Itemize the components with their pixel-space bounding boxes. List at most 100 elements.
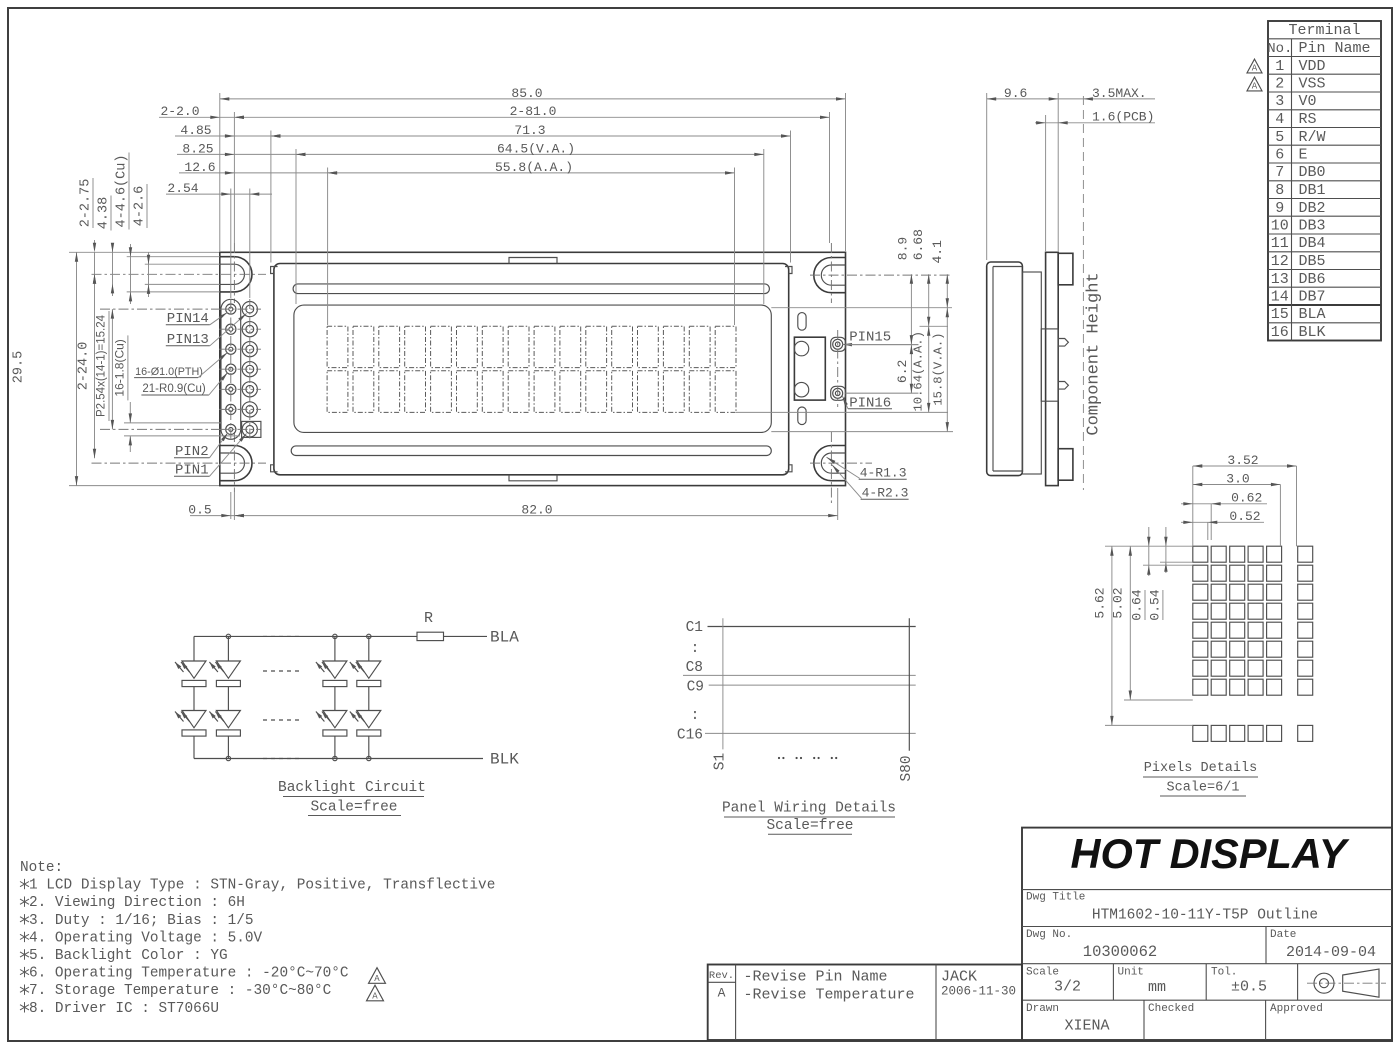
svg-text:Scale=free: Scale=free xyxy=(766,818,853,834)
svg-text:10.64(A.A.): 10.64(A.A.) xyxy=(912,331,926,411)
svg-text:29.5: 29.5 xyxy=(12,351,27,383)
svg-text:VDD: VDD xyxy=(1299,58,1326,75)
svg-text:4-4.6(Cu): 4-4.6(Cu) xyxy=(115,155,130,228)
svg-text:85.0: 85.0 xyxy=(511,86,542,101)
svg-text:9: 9 xyxy=(1275,200,1284,217)
svg-text:RS: RS xyxy=(1299,111,1317,128)
svg-text:4: 4 xyxy=(1275,111,1284,128)
svg-text:4.38: 4.38 xyxy=(97,197,112,229)
svg-text:PIN15: PIN15 xyxy=(849,330,891,346)
svg-text:0.62: 0.62 xyxy=(1231,491,1262,506)
svg-text:XIENA: XIENA xyxy=(1064,1018,1109,1035)
svg-text:BLK: BLK xyxy=(490,751,519,769)
svg-text:6. Operating Temperature : -20: 6. Operating Temperature : -20°C~70°C xyxy=(29,966,349,982)
svg-text:DB6: DB6 xyxy=(1299,271,1326,288)
svg-text:PIN16: PIN16 xyxy=(849,396,891,412)
svg-text:C16: C16 xyxy=(677,728,703,744)
svg-text:4-R2.3: 4-R2.3 xyxy=(862,486,909,501)
svg-text:Scale=free: Scale=free xyxy=(310,800,397,816)
svg-text:JACK: JACK xyxy=(941,969,977,986)
svg-text:2: 2 xyxy=(1275,76,1284,93)
svg-text:2006-11-30: 2006-11-30 xyxy=(941,985,1016,999)
svg-text:DB0: DB0 xyxy=(1299,164,1326,181)
svg-text:8.9: 8.9 xyxy=(895,237,910,260)
svg-text:2-2.0: 2-2.0 xyxy=(160,104,199,119)
svg-text:3: 3 xyxy=(1275,93,1284,110)
svg-text:VSS: VSS xyxy=(1299,76,1326,93)
svg-text:Checked: Checked xyxy=(1148,1003,1194,1015)
svg-text:PIN13: PIN13 xyxy=(167,332,209,348)
svg-text:DB5: DB5 xyxy=(1299,253,1326,270)
svg-text:±0.5: ±0.5 xyxy=(1231,979,1267,996)
svg-text:Dwg Title: Dwg Title xyxy=(1026,892,1085,904)
svg-text:Tol.: Tol. xyxy=(1211,967,1237,979)
svg-text:R: R xyxy=(424,610,433,627)
svg-text:1 LCD Display Type : STN-Gray,: 1 LCD Display Type : STN-Gray, Positive,… xyxy=(29,878,495,894)
svg-text:E: E xyxy=(1299,147,1308,164)
svg-text:14: 14 xyxy=(1271,289,1289,306)
svg-text:2-2.75: 2-2.75 xyxy=(79,179,94,228)
svg-text:Approved: Approved xyxy=(1270,1003,1323,1015)
svg-text:Drawn: Drawn xyxy=(1026,1003,1059,1015)
svg-text:Unit: Unit xyxy=(1118,967,1144,979)
svg-text:C1: C1 xyxy=(686,620,703,636)
svg-text:12: 12 xyxy=(1271,253,1289,270)
svg-text:Rev.: Rev. xyxy=(709,970,734,982)
svg-text:15: 15 xyxy=(1271,306,1289,323)
svg-text:2. Viewing Direction : 6H: 2. Viewing Direction : 6H xyxy=(29,895,245,911)
svg-text:BLA: BLA xyxy=(1299,306,1326,323)
svg-text:A: A xyxy=(1252,63,1258,73)
svg-text:HTM1602-10-11Y-T5P Outline: HTM1602-10-11Y-T5P Outline xyxy=(1092,908,1318,924)
svg-text:16-Ø1.0(PTH): 16-Ø1.0(PTH) xyxy=(135,366,203,378)
svg-text:4-R1.3: 4-R1.3 xyxy=(860,466,907,481)
svg-text:R/W: R/W xyxy=(1299,129,1326,146)
svg-text:Pin Name: Pin Name xyxy=(1299,40,1371,57)
svg-text:Panel Wiring Details: Panel Wiring Details xyxy=(722,801,896,817)
svg-text:2014-09-04: 2014-09-04 xyxy=(1286,944,1376,961)
svg-text:5: 5 xyxy=(1275,129,1284,146)
svg-text:82.0: 82.0 xyxy=(521,502,552,517)
svg-text:0.52: 0.52 xyxy=(1229,509,1260,524)
svg-text:P2.54x(14-1)=15.24: P2.54x(14-1)=15.24 xyxy=(96,314,108,417)
svg-text:1: 1 xyxy=(1275,58,1284,75)
svg-text:-Revise Temperature: -Revise Temperature xyxy=(744,987,915,1004)
svg-text:7. Storage Temperature : -30°C: 7. Storage Temperature : -30°C~80°C xyxy=(29,983,332,999)
svg-text:Date: Date xyxy=(1270,929,1296,941)
svg-text:4. Operating Voltage : 5.0V: 4. Operating Voltage : 5.0V xyxy=(29,930,263,946)
svg-text:4-2.6: 4-2.6 xyxy=(133,186,148,227)
svg-text:9.6: 9.6 xyxy=(1004,86,1027,101)
svg-text:4.85: 4.85 xyxy=(180,123,211,138)
svg-text:PIN2: PIN2 xyxy=(175,444,209,460)
svg-text:13: 13 xyxy=(1271,271,1289,288)
svg-text:DB7: DB7 xyxy=(1299,289,1326,306)
svg-text:-Revise Pin Name: -Revise Pin Name xyxy=(744,969,888,986)
svg-text:6.68: 6.68 xyxy=(911,229,926,260)
svg-text:PIN14: PIN14 xyxy=(167,311,209,327)
svg-text:A: A xyxy=(374,974,380,984)
svg-text:3/2: 3/2 xyxy=(1054,979,1081,996)
svg-text:S1: S1 xyxy=(713,753,729,770)
svg-text:16-1.8(Cu): 16-1.8(Cu) xyxy=(112,339,126,396)
svg-text:64.5(V.A.): 64.5(V.A.) xyxy=(497,141,575,156)
svg-text:Backlight Circuit: Backlight Circuit xyxy=(278,780,426,796)
svg-text:No.: No. xyxy=(1267,41,1292,57)
svg-text:Note:: Note: xyxy=(20,860,63,876)
svg-text:8: 8 xyxy=(1275,182,1284,199)
svg-text:Scale: Scale xyxy=(1026,967,1059,979)
svg-text:A: A xyxy=(718,986,726,1001)
svg-text:C8: C8 xyxy=(686,660,703,676)
svg-text:Pixels Details: Pixels Details xyxy=(1144,761,1257,776)
svg-text:0.64: 0.64 xyxy=(1130,589,1145,620)
svg-text:11: 11 xyxy=(1271,235,1289,252)
svg-text:PIN1: PIN1 xyxy=(175,463,209,479)
svg-text:Component Height: Component Height xyxy=(1085,272,1104,435)
svg-text:DB4: DB4 xyxy=(1299,235,1326,252)
svg-text:8.25: 8.25 xyxy=(182,141,213,156)
svg-text:Terminal: Terminal xyxy=(1288,22,1360,39)
svg-text:0.54: 0.54 xyxy=(1147,589,1162,620)
svg-text:A: A xyxy=(1252,81,1258,91)
svg-text:Dwg No.: Dwg No. xyxy=(1026,929,1072,941)
svg-text:6: 6 xyxy=(1275,147,1284,164)
svg-text:8. Driver IC : ST7066U: 8. Driver IC : ST7066U xyxy=(29,1001,219,1017)
svg-text:3.52: 3.52 xyxy=(1227,453,1258,468)
